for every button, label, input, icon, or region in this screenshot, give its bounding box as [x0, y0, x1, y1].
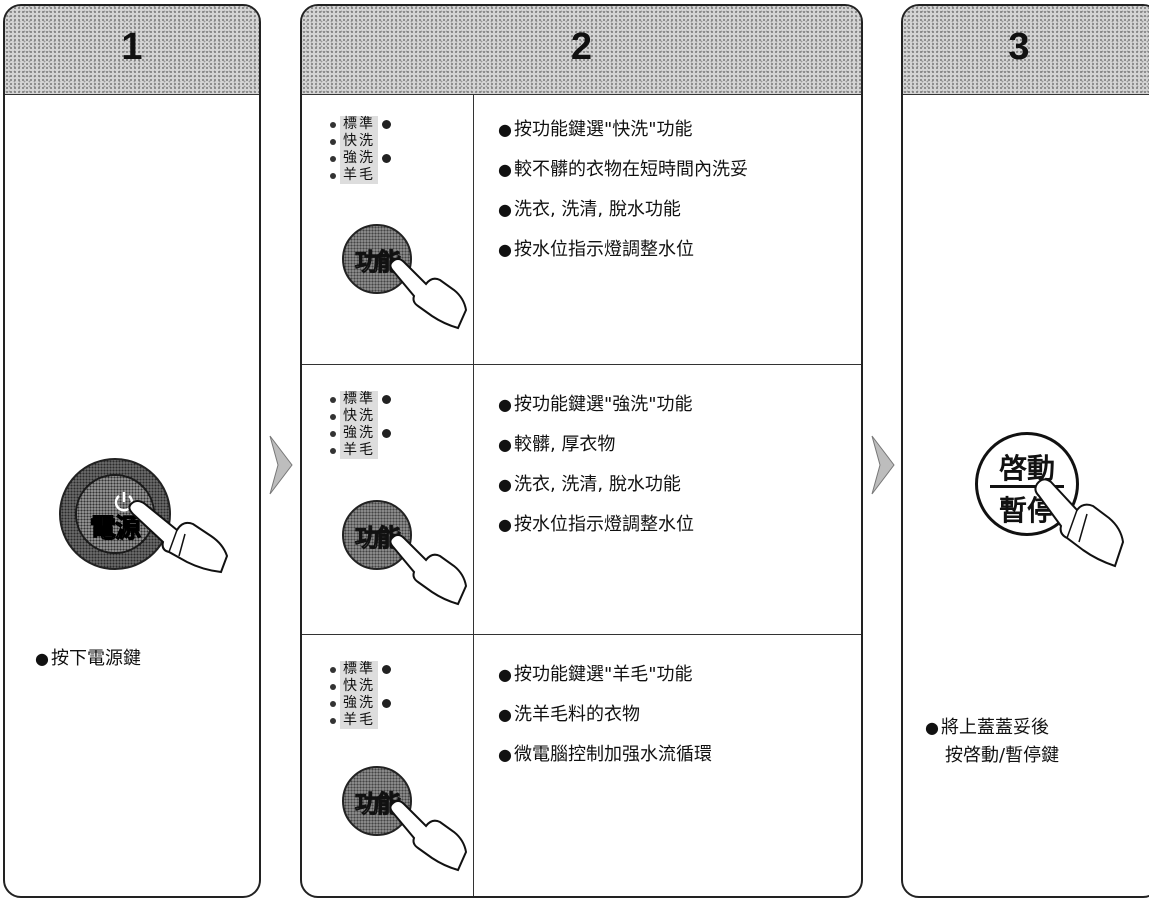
step-1-note: ●按下電源鍵	[35, 644, 141, 670]
indicator-standard: 標準	[330, 116, 450, 133]
step-1-panel: 1 電源 ●按下電源鍵	[3, 4, 261, 898]
note-line: ●洗衣, 洗清, 脫水功能	[498, 199, 681, 220]
pointing-hand-icon	[389, 258, 468, 330]
step-2-panel: 2 標準 快洗 強洗 羊毛 功能 ●按功能鍵選"快洗"功能 ●較不髒的衣物在短時…	[300, 4, 863, 898]
step-3-note-line-2: 按啓動/暫停鍵	[945, 745, 1060, 766]
step-3-note-line-1: 將上蓋蓋妥後	[940, 717, 1049, 738]
indicator-wool: 羊毛	[330, 167, 450, 184]
mode-indicator-panel: 標準 快洗 強洗 羊毛	[330, 116, 450, 184]
note-line: ●按功能鍵選"羊毛"功能	[498, 664, 693, 685]
mode-indicator-panel: 標準 快洗 強洗 羊毛	[330, 391, 450, 459]
wool-mode-notes: ●按功能鍵選"羊毛"功能 ●洗羊毛料的衣物 ●微電腦控制加强水流循環	[498, 661, 712, 781]
power-icon	[114, 492, 134, 512]
indicator-standard: 標準	[330, 661, 450, 678]
row-divider	[302, 634, 861, 635]
column-divider	[473, 94, 474, 896]
quick-mode-notes: ●按功能鍵選"快洗"功能 ●較不髒的衣物在短時間內洗妥 ●洗衣, 洗清, 脫水功…	[498, 116, 748, 276]
step-1-number: 1	[121, 26, 143, 68]
indicator-standard: 標準	[330, 391, 450, 408]
bullet-icon: ●	[35, 649, 49, 668]
note-line: ●洗衣, 洗清, 脫水功能	[498, 474, 681, 495]
step-1-note-text: 按下電源鍵	[50, 648, 141, 669]
pointing-hand-icon	[1034, 478, 1125, 568]
note-line: ●洗羊毛料的衣物	[498, 704, 640, 725]
next-step-arrow-icon	[870, 432, 896, 498]
pointing-hand-icon	[389, 534, 468, 606]
note-line: ●按功能鍵選"強洗"功能	[498, 394, 693, 415]
indicator-quick: 快洗	[330, 408, 450, 425]
note-line: ●按水位指示燈調整水位	[498, 239, 694, 260]
indicator-heavy: 強洗	[330, 425, 450, 442]
power-button-label: 電源	[89, 514, 141, 545]
step-1-header: 1	[5, 6, 259, 95]
note-line: ●按水位指示燈調整水位	[498, 514, 694, 535]
next-step-arrow-icon	[268, 432, 294, 498]
step-3-header: 3	[903, 6, 1149, 95]
indicator-heavy: 強洗	[330, 150, 450, 167]
note-line: ●較髒, 厚衣物	[498, 434, 616, 455]
note-line: ●按功能鍵選"快洗"功能	[498, 119, 693, 140]
row-divider	[302, 364, 861, 365]
step-2-header: 2	[302, 6, 861, 95]
mode-indicator-panel: 標準 快洗 強洗 羊毛	[330, 661, 450, 729]
pointing-hand-icon	[128, 500, 229, 574]
bullet-icon: ●	[925, 718, 939, 737]
indicator-wool: 羊毛	[330, 712, 450, 729]
note-line: ●較不髒的衣物在短時間內洗妥	[498, 159, 748, 180]
step-3-number: 3	[1008, 26, 1030, 68]
note-line: ●微電腦控制加强水流循環	[498, 744, 712, 765]
heavy-mode-notes: ●按功能鍵選"強洗"功能 ●較髒, 厚衣物 ●洗衣, 洗清, 脫水功能 ●按水位…	[498, 391, 694, 551]
step-2-number: 2	[570, 26, 593, 68]
function-button-illustration: 功能	[342, 224, 412, 294]
step-3-panel: 3 啓動 暫停 ●將上蓋蓋妥後 按啓動/暫停鍵	[901, 4, 1149, 898]
indicator-quick: 快洗	[330, 133, 450, 150]
pointing-hand-icon	[389, 800, 468, 872]
indicator-quick: 快洗	[330, 678, 450, 695]
indicator-heavy: 強洗	[330, 695, 450, 712]
indicator-wool: 羊毛	[330, 442, 450, 459]
step-3-note: ●將上蓋蓋妥後 按啓動/暫停鍵	[925, 714, 1059, 770]
button-divider	[990, 485, 1064, 488]
